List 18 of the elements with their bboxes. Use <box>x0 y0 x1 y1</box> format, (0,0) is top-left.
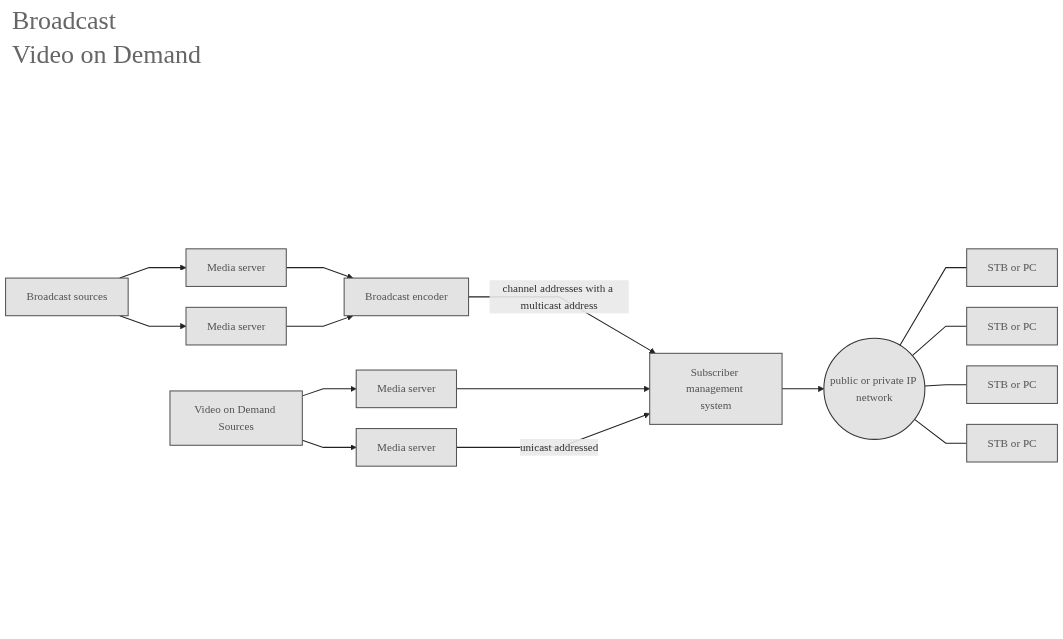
node-box: Broadcast encoder <box>343 277 470 317</box>
node-box: Video on Demand Sources <box>169 390 303 446</box>
node-box: STB or PC <box>966 248 1058 287</box>
arrow <box>119 315 187 330</box>
node-box: Media server <box>355 369 458 409</box>
section-heading: Broadcast <box>12 6 117 36</box>
node-box: STB or PC <box>966 423 1058 463</box>
node-box: Media server <box>185 248 287 287</box>
node-circle: public or private IP network <box>823 337 926 440</box>
edge-label: channel addresses with a multicast address <box>502 282 613 311</box>
node-box: Broadcast sources <box>5 277 129 317</box>
section-heading: Video on Demand <box>12 40 202 70</box>
node-box: Media server <box>185 306 287 346</box>
node-box: STB or PC <box>966 365 1058 404</box>
node-box: Media server <box>355 428 458 467</box>
edge-label: unicast addressed <box>519 441 599 453</box>
node-box: Subscriber management system <box>649 352 783 425</box>
node-box: STB or PC <box>966 306 1058 346</box>
